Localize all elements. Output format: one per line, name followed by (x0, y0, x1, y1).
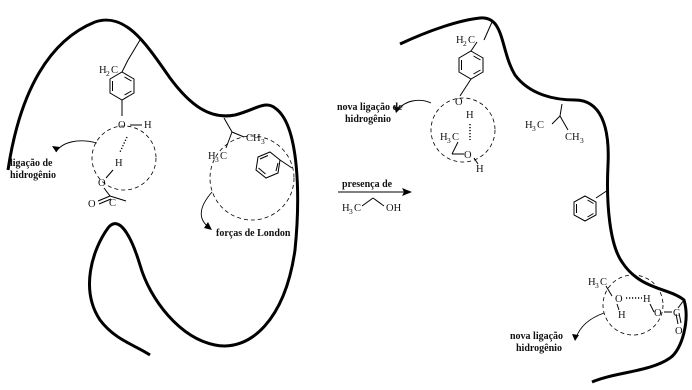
ethanol-sub: 3 (349, 207, 353, 216)
right-bot-h3c-sub: 3 (595, 281, 599, 290)
reaction-arrowhead (402, 188, 412, 196)
right-h3c-h: H (525, 120, 533, 131)
left-london-arrowhead (204, 222, 212, 230)
left-isopropyl (223, 117, 245, 149)
right-acid-oxygen: O (654, 308, 662, 319)
right-top-hbond-arrowhead (394, 106, 401, 113)
right-ch3-sub: 3 (580, 136, 584, 145)
right-tyr-hydrogen: H (466, 110, 474, 121)
left-hbond-arrowhead (52, 146, 60, 152)
right-h2c-h: H (456, 35, 464, 46)
ethanol-h: H (342, 203, 350, 214)
right-bottom-ethanol-bonds (605, 285, 620, 311)
left-h2c-carbon: C (111, 65, 118, 76)
right-h2c-sub: 2 (463, 39, 467, 48)
left-ch3-top-sub: 3 (261, 137, 265, 146)
left-protein-backbone (6, 18, 300, 357)
ethanol-oh: OH (386, 203, 402, 214)
right-top-label-1: nova ligação de (337, 102, 403, 113)
right-top-eth-oxygen: O (464, 150, 472, 161)
right-bottom-hbond-arrowhead (572, 334, 579, 341)
right-top-h3c-c: C (452, 132, 459, 143)
left-hbond-circle (91, 125, 157, 191)
london-label: forças de London (216, 228, 291, 239)
right-bot-h3c-h: H (588, 277, 596, 288)
left-tyrosine (109, 39, 142, 126)
right-bottom-hbond-arrow (575, 312, 605, 339)
right-ch3: CH (565, 132, 580, 143)
right-isopropyl (551, 103, 569, 131)
right-top-hbond-circle (430, 97, 496, 163)
right-bot-acid-hydrogen: H (643, 294, 651, 305)
left-tyr-hydrogen: H (144, 120, 152, 131)
right-protein-backbone (399, 16, 688, 384)
left-h2c-c: H (99, 65, 107, 76)
right-top-hbond-arrow (397, 99, 432, 111)
left-h3c-sub: 3 (215, 155, 219, 164)
left-hbond-label-2: hidrogênio (10, 170, 56, 181)
left-hbond-arrow (55, 140, 98, 153)
left-london-circle (209, 135, 295, 221)
right-bottom-hbond-circle (602, 274, 664, 336)
right-bottom-label-2: hidrogênio (516, 343, 562, 354)
right-phenyl (573, 189, 609, 222)
right-top-eth-hydrogen: H (476, 164, 484, 175)
ethanol-c: C (354, 203, 361, 214)
right-bot-eth-oxygen: O (615, 294, 623, 305)
arrow-label: presença de (342, 179, 393, 190)
right-h3c-c: C (537, 120, 544, 131)
left-tyr-oxygen: O (118, 120, 126, 131)
right-bot-eth-hydrogen: H (618, 310, 626, 321)
right-h2c-c: C (468, 35, 475, 46)
right-carbonyl-oxygen: O (675, 326, 683, 337)
right-carboxyl-carbon: C (673, 308, 680, 319)
left-hbond-label-1: ligação de (10, 158, 53, 169)
left-ch3-top: CH (246, 133, 261, 144)
right-top-h3c-sub: 3 (447, 136, 451, 145)
left-carboxyl (97, 169, 127, 205)
left-carboxyl-carbon: C (109, 198, 116, 209)
ethanol-bonds (361, 197, 385, 207)
left-acid-hydrogen: H (115, 158, 123, 169)
right-top-ethanol-bonds (451, 141, 479, 165)
right-top-label-2: hidrogênio (345, 114, 391, 125)
left-h3c-c: C (220, 151, 227, 162)
left-h2c-sub: 2 (106, 69, 110, 78)
left-london-arrow (200, 191, 213, 229)
left-hbond-dots (119, 136, 128, 153)
right-top-h3c-h: H (440, 132, 448, 143)
left-phenyl (255, 151, 293, 179)
right-tyrosine (458, 21, 493, 97)
right-tyr-oxygen: O (455, 97, 463, 108)
left-acid-oxygen: O (98, 178, 106, 189)
right-bottom-label-1: nova ligação (510, 331, 563, 342)
right-h3c-sub: 3 (532, 124, 536, 133)
left-carbonyl-oxygen: O (88, 199, 96, 210)
left-h3c-h: H (208, 151, 216, 162)
right-carboxyl (649, 299, 685, 325)
right-bot-h3c-c: C (600, 277, 607, 288)
